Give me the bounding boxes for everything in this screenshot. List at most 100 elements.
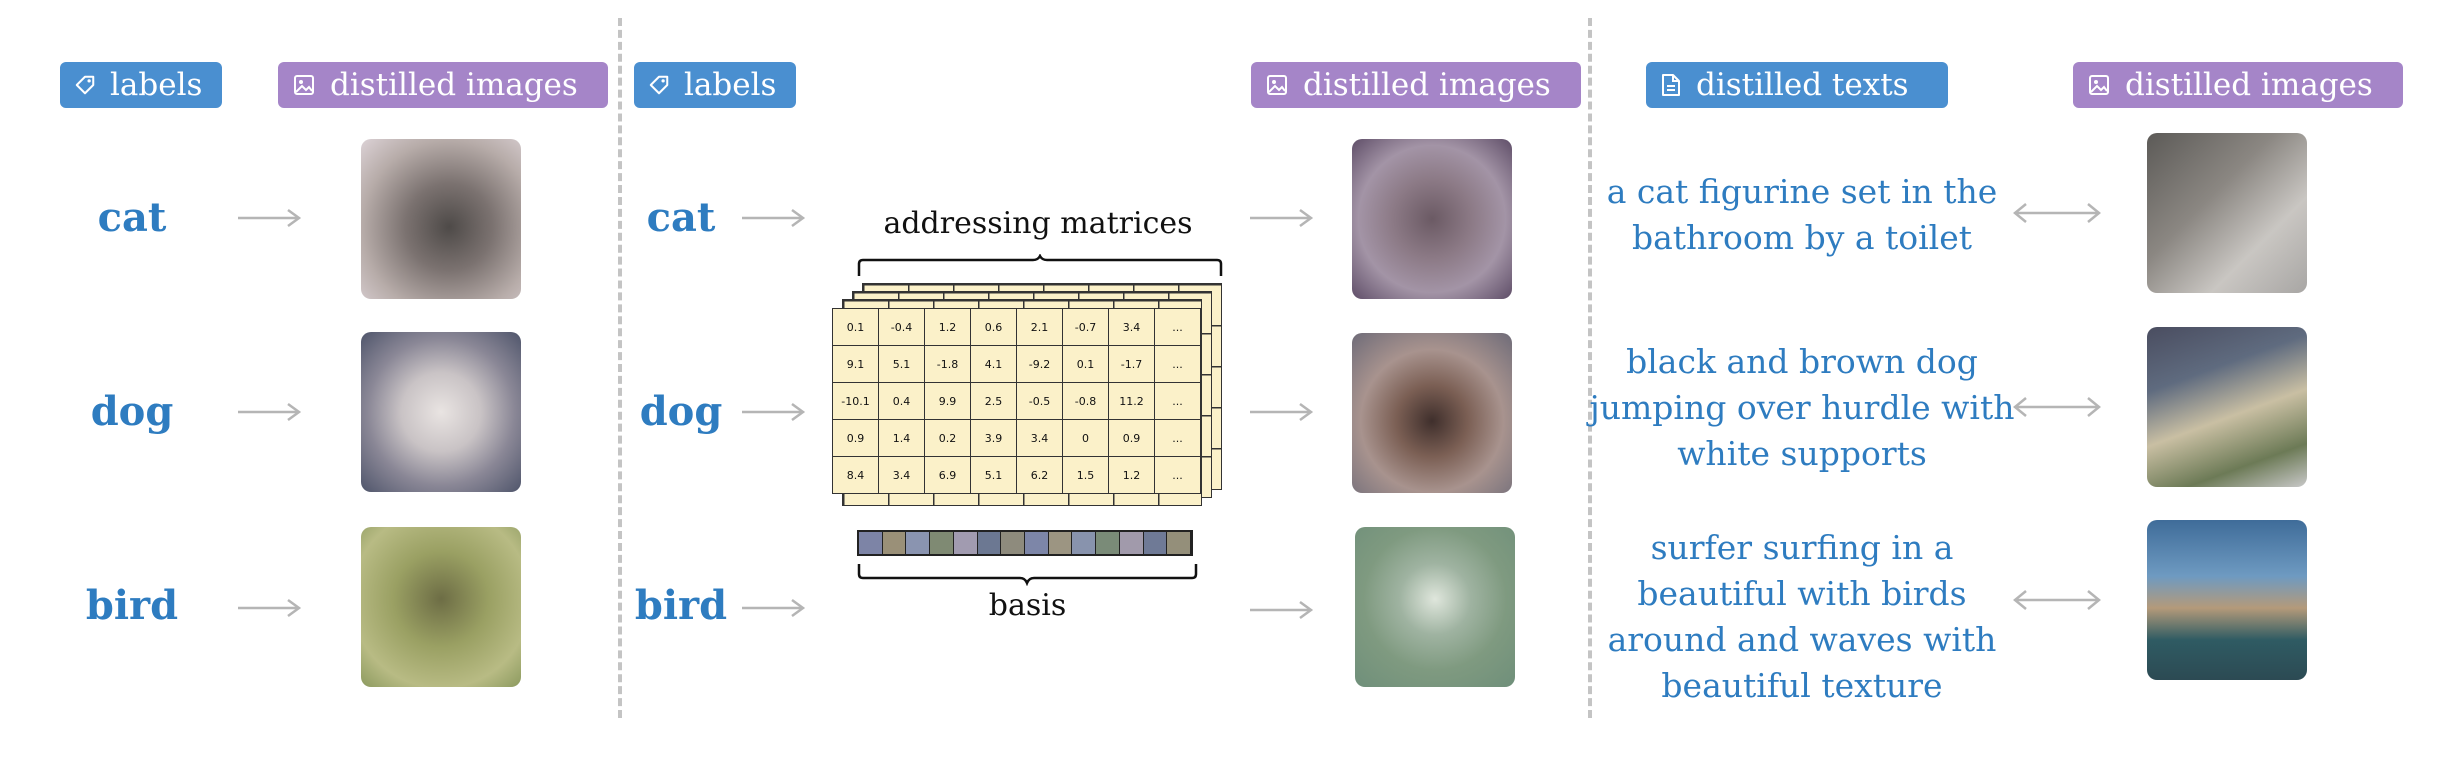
image-icon <box>2089 75 2109 95</box>
matrix-cell: 1.4 <box>878 419 925 457</box>
basis-tile <box>1119 532 1144 554</box>
matrix-cell: ... <box>1154 382 1201 420</box>
matrix-cell: 1.2 <box>924 308 971 346</box>
matrix-cell: 1.5 <box>1062 456 1109 494</box>
arrow-icon <box>742 598 806 618</box>
matrix-cell: 2.5 <box>970 382 1017 420</box>
distilled-image-cat-figurine <box>2147 133 2307 293</box>
matrix-cell: -0.4 <box>878 308 925 346</box>
tag-icon <box>649 75 669 95</box>
matrix-cell: 3.4 <box>1016 419 1063 457</box>
matrix-cell: 0.6 <box>970 308 1017 346</box>
tag-icon <box>75 75 95 95</box>
basis-tile <box>906 532 931 554</box>
matrix-cell: 5.1 <box>878 345 925 383</box>
matrix-cell: 0.1 <box>1062 345 1109 383</box>
matrix-cell: 11.2 <box>1108 382 1155 420</box>
matrix-cell: 0.2 <box>924 419 971 457</box>
matrix-cell: 9.1 <box>832 345 879 383</box>
image-icon <box>1267 75 1287 95</box>
matrix-cell: 0.4 <box>878 382 925 420</box>
matrix-cell: ... <box>1154 308 1201 346</box>
matrix-cell: 0.9 <box>1108 419 1155 457</box>
basis-strip <box>857 530 1193 556</box>
distilled-image-surfer <box>2147 520 2307 680</box>
basis-title: basis <box>988 588 1067 623</box>
matrix-cell: ... <box>1154 419 1201 457</box>
matrix-cell: 9.9 <box>924 382 971 420</box>
arrow-icon <box>1250 208 1314 228</box>
labels-badge-text: labels <box>110 67 203 103</box>
distilled-texts-badge: distilled texts <box>1646 62 1948 108</box>
distilled-image-cat <box>361 139 521 299</box>
distilled-images-badge-text: distilled images <box>1303 67 1551 103</box>
matrix-cell: 0.1 <box>832 308 879 346</box>
label-dog: dog <box>639 388 723 435</box>
arrow-icon <box>238 402 302 422</box>
matrix-cell: ... <box>1154 345 1201 383</box>
distilled-images-badge: distilled images <box>1251 62 1581 108</box>
matrix-cell: -9.2 <box>1016 345 1063 383</box>
basis-tile <box>1072 532 1097 554</box>
arrow-icon <box>742 402 806 422</box>
basis-tile <box>953 532 978 554</box>
label-dog: dog <box>90 388 174 435</box>
matrix-cell: 6.9 <box>924 456 971 494</box>
matrix-cell: 3.9 <box>970 419 1017 457</box>
matrix-cell: 3.4 <box>878 456 925 494</box>
matrix-cell: 3.4 <box>1108 308 1155 346</box>
basis-tile <box>1096 532 1120 554</box>
matrix-cell: 4.1 <box>970 345 1017 383</box>
distilled-text-surfer: surfer surfing in a beautiful with birds… <box>1607 528 1997 705</box>
arrow-icon <box>742 208 806 228</box>
matrix-cell: -1.8 <box>924 345 971 383</box>
basis-tile <box>1048 532 1073 554</box>
distilled-images-badge-text: distilled images <box>330 67 578 103</box>
labels-badge-text: labels <box>684 67 777 103</box>
matrix-cell: -0.5 <box>1016 382 1063 420</box>
label-bird: bird <box>85 582 179 629</box>
matrix-cell: 0.9 <box>832 419 879 457</box>
matrix-cell: -10.1 <box>832 382 879 420</box>
distilled-image-dog <box>361 332 521 492</box>
matrix-cell: 0 <box>1062 419 1109 457</box>
distilled-text-dog: black and brown dog jumping over hurdle … <box>1589 342 2015 473</box>
matrix-cell: 8.4 <box>832 456 879 494</box>
bidirectional-arrow-icon <box>2013 397 2101 417</box>
matrix-cell: 2.1 <box>1016 308 1063 346</box>
matrix-cell: -0.8 <box>1062 382 1109 420</box>
distilled-image-dog-hurdle <box>2147 327 2307 487</box>
label-cat: cat <box>646 194 716 241</box>
arrow-icon <box>1250 402 1314 422</box>
basis-tile <box>859 532 883 554</box>
distilled-image-cat <box>1352 139 1512 299</box>
distilled-image-bird <box>1355 527 1515 687</box>
matrix-cell: 1.2 <box>1108 456 1155 494</box>
label-cat: cat <box>97 194 167 241</box>
basis-tile <box>1001 532 1026 554</box>
matrix-cell: ... <box>1154 456 1201 494</box>
panel-divider-left <box>618 18 622 718</box>
matrix-cell: -0.7 <box>1062 308 1109 346</box>
distilled-images-badge: distilled images <box>2073 62 2403 108</box>
basis-tile <box>1025 532 1049 554</box>
matrix-cell: -1.7 <box>1108 345 1155 383</box>
basis-tile <box>977 532 1002 554</box>
arrow-icon <box>238 598 302 618</box>
basis-tile <box>882 532 907 554</box>
bidirectional-arrow-icon <box>2013 590 2101 610</box>
top-brace-icon <box>857 254 1223 276</box>
document-icon <box>1662 74 1680 96</box>
image-icon <box>294 75 314 95</box>
distilled-texts-badge-text: distilled texts <box>1696 67 1909 103</box>
matrix-cell: 6.2 <box>1016 456 1063 494</box>
bottom-brace-icon <box>857 564 1198 586</box>
labels-badge: labels <box>634 62 796 108</box>
panel-divider-right <box>1588 18 1592 718</box>
